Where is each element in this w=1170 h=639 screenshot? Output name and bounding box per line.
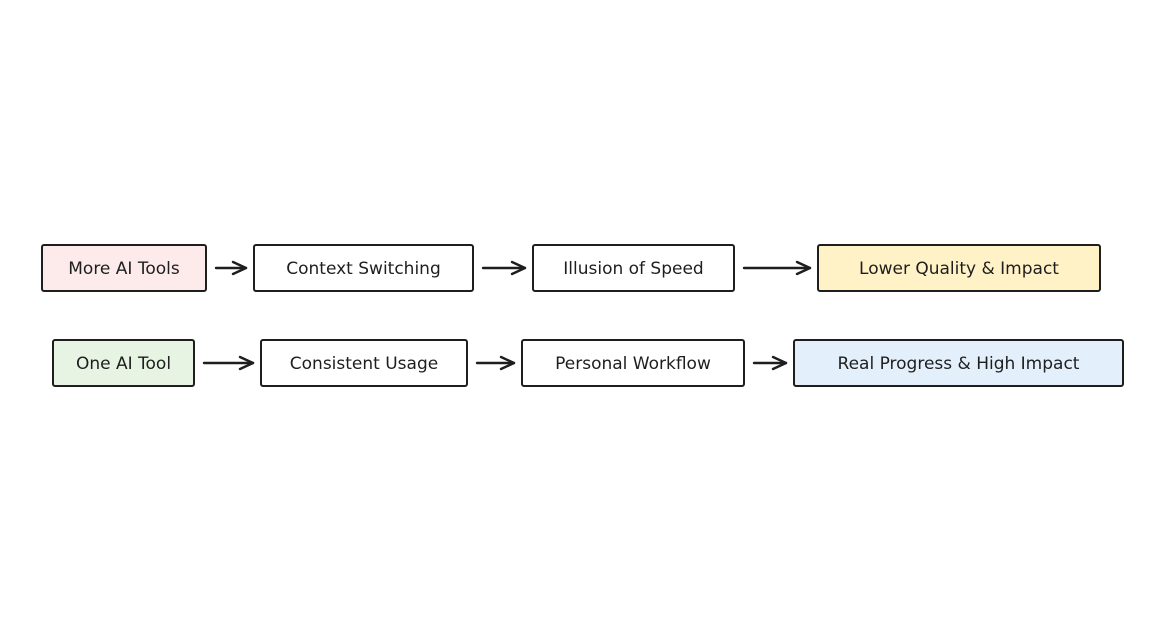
node-one-ai-tool: One AI Tool [52, 339, 195, 387]
node-more-ai-tools: More AI Tools [41, 244, 207, 292]
node-label: Real Progress & High Impact [838, 354, 1080, 374]
node-context-switching: Context Switching [253, 244, 474, 292]
node-box [793, 339, 1124, 387]
node-label: Consistent Usage [290, 354, 438, 374]
arrow-1 [481, 260, 527, 276]
node-lower-quality-and-impact: Lower Quality & Impact [817, 244, 1101, 292]
node-real-progress-and-high-impact: Real Progress & High Impact [793, 339, 1124, 387]
node-consistent-usage: Consistent Usage [260, 339, 468, 387]
arrow-head-icon [771, 355, 788, 371]
arrow-head-icon [238, 355, 255, 371]
arrow-head-icon [499, 355, 516, 371]
node-box [532, 244, 735, 292]
node-illusion-of-speed: Illusion of Speed [532, 244, 735, 292]
node-label: Context Switching [286, 259, 441, 279]
node-label: Personal Workflow [555, 354, 711, 374]
arrow-0 [214, 260, 248, 276]
node-box [41, 244, 207, 292]
edges-layer [202, 260, 812, 371]
node-label: Illusion of Speed [563, 259, 703, 279]
arrow-head-icon [795, 260, 812, 276]
arrow-head-icon [231, 260, 248, 276]
node-box [253, 244, 474, 292]
arrow-4 [475, 355, 516, 371]
arrow-2 [742, 260, 812, 276]
node-box [260, 339, 468, 387]
arrow-head-icon [510, 260, 527, 276]
node-label: One AI Tool [76, 354, 171, 374]
arrow-5 [752, 355, 788, 371]
node-label: Lower Quality & Impact [859, 259, 1059, 279]
node-box [52, 339, 195, 387]
arrow-3 [202, 355, 255, 371]
node-box [817, 244, 1101, 292]
node-personal-workflow: Personal Workflow [521, 339, 745, 387]
nodes-layer: More AI Tools Context Switching Illusion o… [41, 244, 1124, 387]
node-box [521, 339, 745, 387]
node-label: More AI Tools [68, 259, 180, 279]
